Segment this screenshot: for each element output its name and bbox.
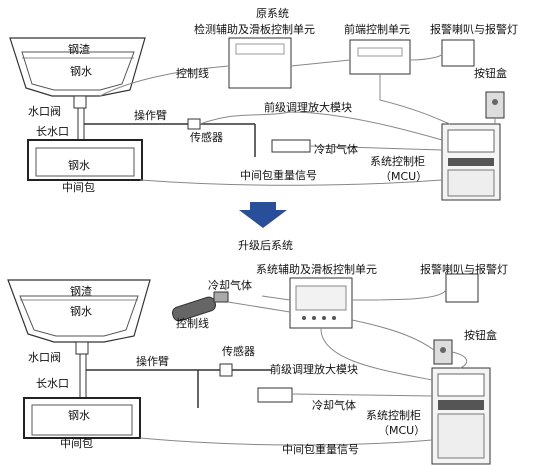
- label-arm-original: 操作臂: [134, 109, 167, 122]
- label-slag-original: 钢渣: [68, 43, 90, 56]
- label-mcu-original: （MCU）: [380, 170, 428, 183]
- label-nozzle-valve-upgraded: 水口阀: [28, 351, 61, 364]
- tundish-original: [27, 139, 143, 181]
- detect-unit-box: [228, 37, 292, 89]
- upgrade-arrow: [239, 202, 287, 228]
- label-cooling-top-upgraded: 冷却气体: [208, 279, 252, 292]
- frontend-unit-box: [349, 39, 411, 75]
- ladle-upgraded: [7, 279, 151, 343]
- tundish-upgraded: [23, 397, 141, 439]
- label-tundish-original: 中间包: [62, 181, 95, 194]
- label-cooling-upgraded: 冷却气体: [312, 399, 356, 412]
- label-preamp-upgraded: 前级调理放大模块: [270, 363, 358, 376]
- label-long-nozzle-upgraded: 长水口: [36, 377, 69, 390]
- label-detect-unit: 检测辅助及滑板控制单元: [194, 23, 315, 36]
- label-cabinet-upgraded: 系统控制柜: [366, 409, 421, 422]
- title-upgraded: 升级后系统: [238, 239, 293, 252]
- alarm-box-original: [441, 39, 475, 67]
- label-arm-upgraded: 操作臂: [136, 355, 169, 368]
- label-slag-upgraded: 钢渣: [70, 285, 92, 298]
- label-button-box-original: 按钮盒: [474, 67, 507, 80]
- cabinet-original: [441, 123, 501, 201]
- label-steel-tundish-original: 钢水: [68, 159, 90, 172]
- label-control-line-original: 控制线: [176, 67, 209, 80]
- label-steel-ladle-original: 钢水: [70, 65, 92, 78]
- label-weight-signal-original: 中间包重量信号: [240, 169, 317, 182]
- label-cabinet-original: 系统控制柜: [370, 155, 425, 168]
- label-alarm-upgraded: 报警喇叭与报警灯: [420, 263, 508, 276]
- label-cooling-original: 冷却气体: [314, 143, 358, 156]
- label-button-box-upgraded: 按钮盒: [464, 329, 497, 342]
- label-alarm-original: 报警喇叭与报警灯: [430, 23, 518, 36]
- label-sensor-upgraded: 传感器: [222, 345, 255, 358]
- label-nozzle-valve-original: 水口阀: [28, 105, 61, 118]
- alarm-box-upgraded: [445, 273, 479, 303]
- label-tundish-upgraded: 中间包: [60, 437, 93, 450]
- label-weight-signal-upgraded: 中间包重量信号: [282, 443, 359, 456]
- label-mcu-upgraded: （MCU）: [378, 424, 426, 437]
- label-steel-tundish-upgraded: 钢水: [68, 409, 90, 422]
- label-long-nozzle-original: 长水口: [36, 125, 69, 138]
- label-preamp-original: 前级调理放大模块: [264, 101, 352, 114]
- cabinet-upgraded: [431, 367, 491, 465]
- system-unit-box: [289, 277, 353, 329]
- label-system-unit: 系统辅助及滑板控制单元: [256, 263, 377, 276]
- label-sensor-original: 传感器: [190, 131, 223, 144]
- label-frontend-unit: 前端控制单元: [344, 23, 410, 36]
- camera-device: [171, 291, 229, 322]
- title-original: 原系统: [256, 7, 289, 20]
- label-steel-ladle-upgraded: 钢水: [70, 305, 92, 318]
- label-control-line-upgraded: 控制线: [176, 317, 209, 330]
